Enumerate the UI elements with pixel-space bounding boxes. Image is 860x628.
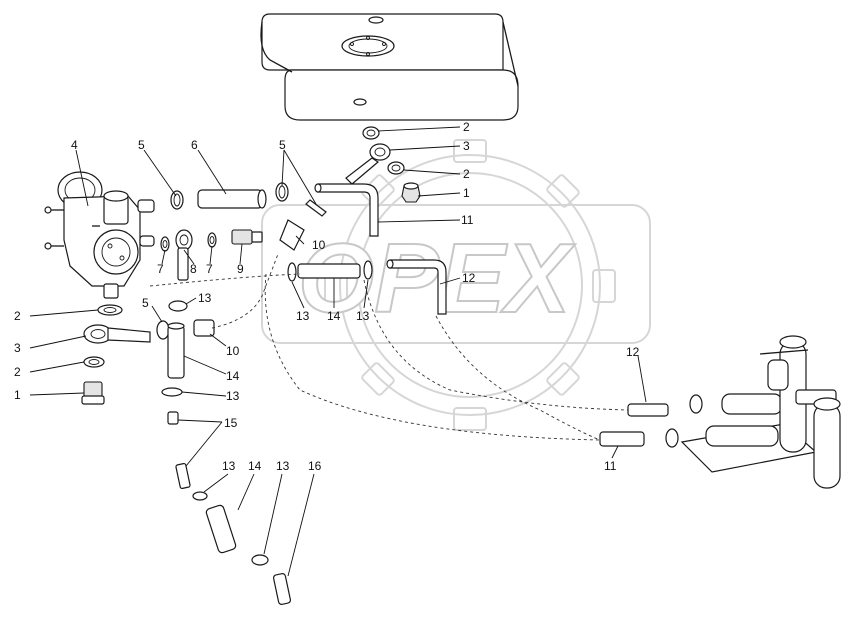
middle-hose-assembly <box>287 260 373 282</box>
callout-6: 6 <box>191 138 198 152</box>
bent-tube-right <box>386 259 447 315</box>
callout-3-left: 3 <box>14 341 21 355</box>
callout-11-right: 11 <box>604 459 617 473</box>
callout-13-f: 13 <box>276 459 290 473</box>
callout-7-b: 7 <box>206 262 213 276</box>
upper-fitting-stack <box>345 126 421 203</box>
callout-14-b: 14 <box>226 369 240 383</box>
left-fitting-stack <box>81 304 151 405</box>
callout-2-left: 2 <box>14 309 21 323</box>
clamp-5-a <box>170 190 184 210</box>
hose-14-a <box>167 322 185 379</box>
callout-14-c: 14 <box>248 459 262 473</box>
callout-13-a: 13 <box>296 309 310 323</box>
clamp-13-b <box>161 387 183 397</box>
callout-13-e: 13 <box>222 459 236 473</box>
callout-13-d: 13 <box>226 389 240 403</box>
callout-7-a: 7 <box>157 262 164 276</box>
pipe-15 <box>167 411 191 490</box>
callout-15: 15 <box>224 416 238 430</box>
callout-11-top: 11 <box>461 213 474 227</box>
callout-4: 4 <box>71 138 78 152</box>
hose-14-b <box>205 504 237 554</box>
fuel-pump <box>44 171 155 299</box>
clamp-5-left <box>156 320 170 340</box>
callout-5-b: 5 <box>279 138 286 152</box>
pipe-16 <box>272 573 292 605</box>
leader-lines <box>29 126 647 577</box>
sleeve-10-b <box>193 319 215 337</box>
callout-12-top: 12 <box>462 271 476 285</box>
connection-lines <box>149 253 629 441</box>
callout-8: 8 <box>190 262 197 276</box>
clamp-13-d <box>251 554 269 566</box>
right-bracket-assembly <box>599 335 841 489</box>
callout-3-top: 3 <box>463 139 470 153</box>
watermark-gear <box>324 139 616 431</box>
callout-labels: 2 3 2 1 11 4 5 6 5 10 7 8 7 9 12 13 14 1… <box>14 120 640 473</box>
hose-6 <box>197 189 267 209</box>
callout-10-b: 10 <box>226 344 240 358</box>
callout-2-mid: 2 <box>463 167 470 181</box>
callout-10-a: 10 <box>312 238 326 252</box>
callout-2-top: 2 <box>463 120 470 134</box>
watermark-frame <box>261 204 651 344</box>
washer-7-b <box>207 232 217 248</box>
callout-14-a: 14 <box>327 309 341 323</box>
bolt-9 <box>231 229 263 245</box>
callout-12-right: 12 <box>626 345 640 359</box>
clamp-5-b <box>275 182 289 202</box>
callout-5-c: 5 <box>142 296 149 310</box>
callout-1-top: 1 <box>463 186 470 200</box>
callout-1-left: 1 <box>14 388 21 402</box>
clamp-13-c <box>192 491 208 501</box>
washer-7-a <box>160 236 170 252</box>
callout-5-a: 5 <box>138 138 145 152</box>
clamp-13-a <box>168 300 188 312</box>
callout-16: 16 <box>308 459 322 473</box>
banjo-8 <box>175 229 193 281</box>
bent-tube-upper <box>314 183 379 237</box>
callout-13-b: 13 <box>356 309 370 323</box>
elbow-10-a <box>279 219 305 251</box>
callout-13-c: 13 <box>198 291 212 305</box>
clip-5-c <box>305 199 327 217</box>
callout-9: 9 <box>237 262 244 276</box>
callout-2-left-b: 2 <box>14 365 21 379</box>
fuel-tank <box>260 13 519 121</box>
